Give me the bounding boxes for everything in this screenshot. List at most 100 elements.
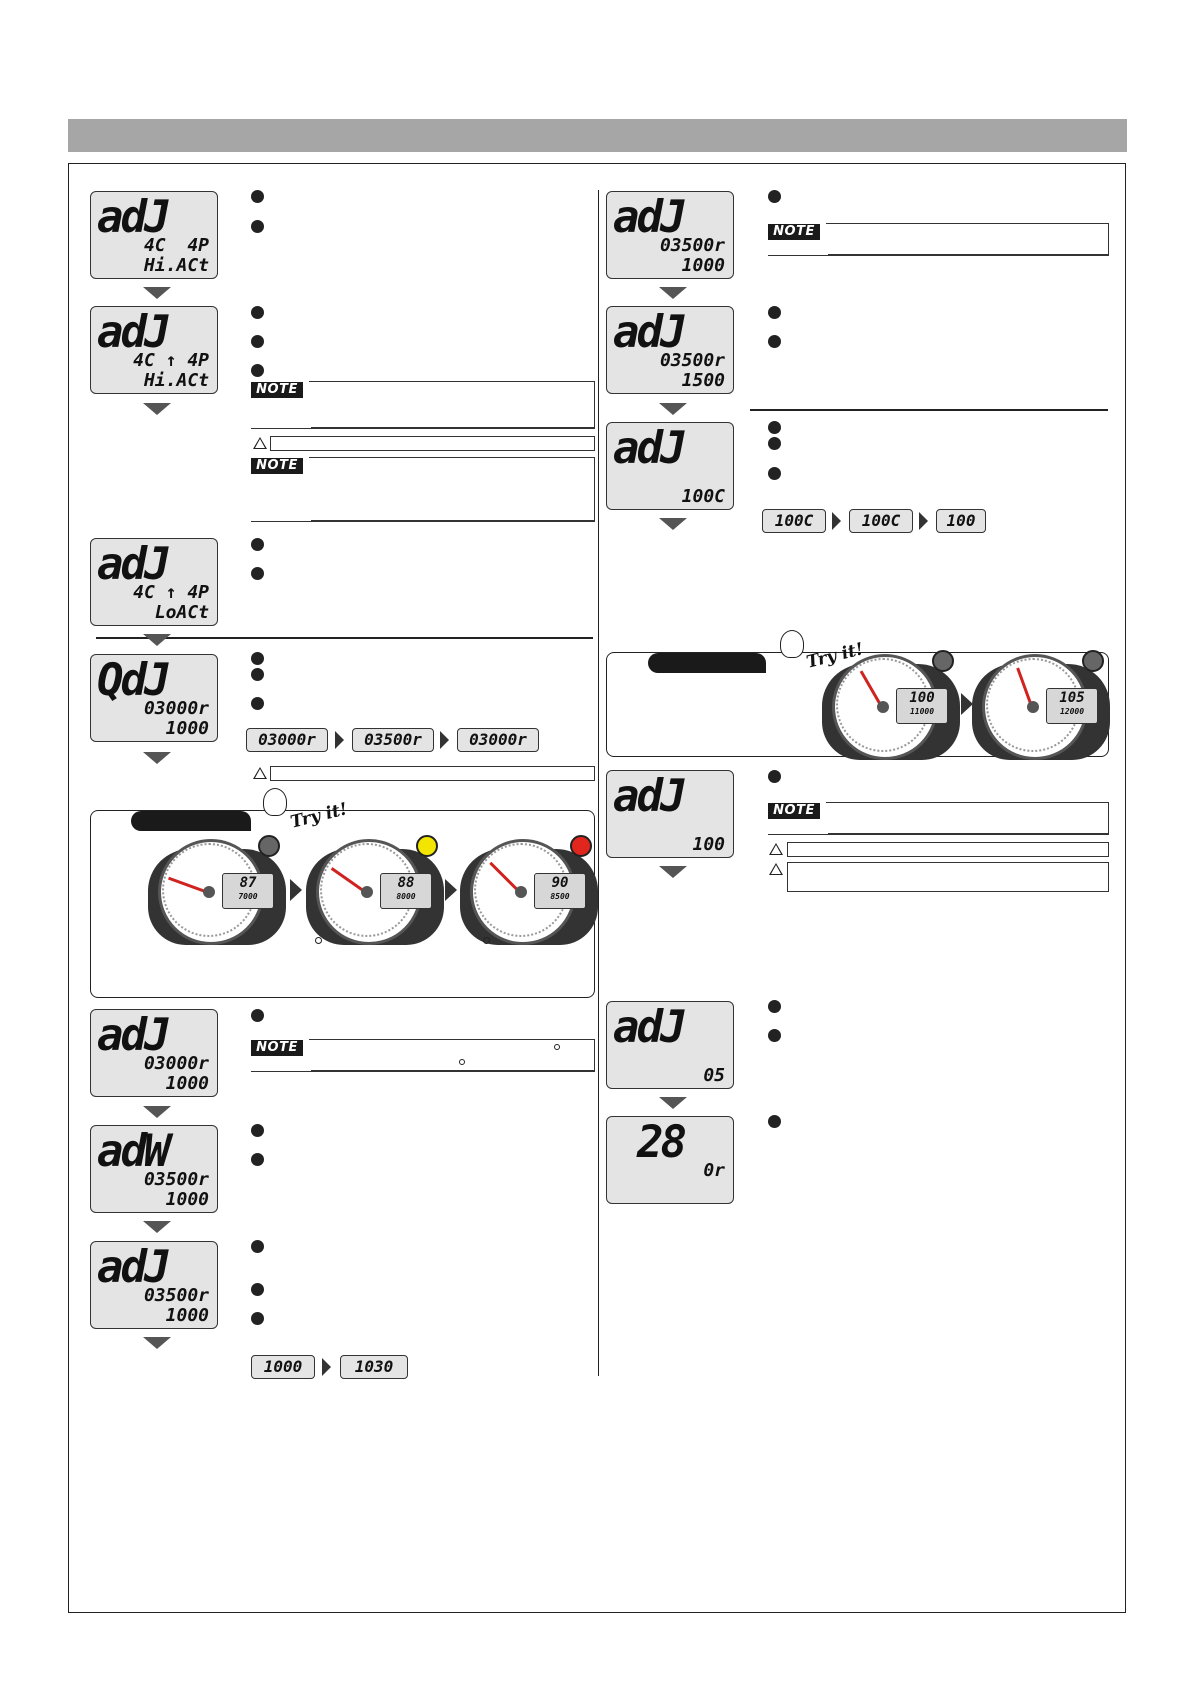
lcd-main-text: adJ	[97, 307, 171, 358]
lcd-line2: 4C 4P	[143, 235, 209, 256]
down-arrow-icon	[659, 403, 687, 415]
lcd-line2: 4C ↑ 4P	[133, 582, 209, 603]
step-bullet	[251, 306, 264, 319]
lcd-main-text: adJ	[613, 771, 687, 822]
step-bullet	[768, 190, 781, 203]
lcd-main-text: adW	[97, 1126, 171, 1177]
down-arrow-icon	[143, 1221, 171, 1233]
lcd-display: adJ 03500r 1000	[606, 191, 734, 279]
gauge-sub: 8500	[550, 892, 570, 901]
lcd-line3: 1000	[165, 1305, 209, 1326]
step-bullet	[251, 335, 264, 348]
lcd-main-text: adJ	[613, 307, 687, 358]
lcd-line2: 03000r	[143, 698, 209, 719]
right-arrow-icon	[335, 731, 344, 749]
lcd-line3: 100C	[681, 486, 725, 507]
step-bullet	[251, 220, 264, 233]
note-badge: NOTE	[251, 1040, 303, 1056]
rider-mascot-icon	[780, 630, 804, 658]
step-bullet	[768, 1000, 781, 1013]
column-divider	[598, 190, 599, 1376]
lcd-line3: Hi.ACt	[143, 370, 209, 391]
gauge-value: 90	[551, 875, 569, 891]
lcd-line3: 1500	[681, 370, 725, 391]
lcd-line2: 4C ↑ 4P	[133, 350, 209, 371]
note-box	[251, 1039, 595, 1072]
degree-symbol	[459, 1059, 465, 1065]
warning-icon	[769, 863, 783, 875]
try-it-tab	[131, 811, 251, 831]
rpm-mini-display: 03000r	[246, 728, 328, 752]
lcd-main-text: adJ	[613, 192, 687, 243]
warning-icon	[253, 767, 267, 779]
lcd-main-text: QdJ	[97, 655, 171, 706]
temp-mini-display: 100	[936, 509, 986, 533]
lcd-line3: Hi.ACt	[143, 255, 209, 276]
lcd-display: adJ 100C	[606, 422, 734, 510]
note-box	[251, 381, 595, 429]
down-arrow-icon	[143, 403, 171, 415]
lcd-display: adJ 03000r 1000	[90, 1009, 218, 1097]
right-arrow-icon	[440, 731, 449, 749]
warning-icon	[253, 437, 267, 449]
lcd-line2: 03500r	[143, 1285, 209, 1306]
lcd-display: adW 03500r 1000	[90, 1125, 218, 1213]
lcd-display: 28 0r	[606, 1116, 734, 1204]
gauge-sub: 11000	[909, 707, 935, 716]
bullet-dot	[483, 937, 490, 944]
step-bullet	[251, 1240, 264, 1253]
lcd-line2: 03500r	[659, 350, 725, 371]
step-bullet	[251, 668, 264, 681]
lcd-line2: 03500r	[659, 235, 725, 256]
step-bullet	[251, 364, 264, 377]
lcd-line2: 03000r	[143, 1053, 209, 1074]
lcd-display: QdJ 03000r 1000	[90, 654, 218, 742]
lcd-line2: 0r	[703, 1160, 725, 1181]
warning-box	[787, 862, 1109, 892]
header-bar	[68, 119, 1127, 152]
step-bullet	[768, 335, 781, 348]
lcd-line3: 1000	[165, 1073, 209, 1094]
lcd-display: adJ 4C 4P Hi.ACt	[90, 191, 218, 279]
note-badge: NOTE	[251, 382, 303, 398]
step-bullet	[251, 1283, 264, 1296]
right-arrow-icon	[832, 512, 841, 530]
lcd-display: adJ 03500r 1500	[606, 306, 734, 394]
content-frame	[68, 163, 1126, 1613]
lcd-display: adJ 03500r 1000	[90, 1241, 218, 1329]
lcd-line2: 03500r	[143, 1169, 209, 1190]
step-bullet	[768, 467, 781, 480]
lcd-display: adJ 4C ↑ 4P LoACt	[90, 538, 218, 626]
step-bullet	[768, 1115, 781, 1128]
rpm-mini-display: 03500r	[352, 728, 434, 752]
step-bullet	[251, 697, 264, 710]
lcd-display: adJ 05	[606, 1001, 734, 1089]
step-bullet	[251, 652, 264, 665]
down-arrow-icon	[143, 634, 171, 646]
right-arrow-icon	[290, 879, 302, 901]
step-bullet	[768, 437, 781, 450]
lcd-main-text: adJ	[97, 539, 171, 590]
rpm-mini-display: 03000r	[457, 728, 539, 752]
gauge-value: 87	[239, 875, 257, 891]
step-bullet	[251, 538, 264, 551]
gauge-value: 105	[1059, 690, 1085, 706]
note-badge: NOTE	[768, 803, 820, 819]
step-bullet	[251, 567, 264, 580]
warning-box	[787, 842, 1109, 857]
gauge-value: 88	[397, 875, 415, 891]
step-bullet	[768, 306, 781, 319]
gauge-sub: 7000	[238, 892, 258, 901]
try-it-tab	[648, 653, 766, 673]
lcd-line3: 05	[703, 1065, 725, 1086]
down-arrow-icon	[659, 1097, 687, 1109]
lcd-main-text: adJ	[97, 1242, 171, 1293]
lcd-line3: 1000	[165, 718, 209, 739]
